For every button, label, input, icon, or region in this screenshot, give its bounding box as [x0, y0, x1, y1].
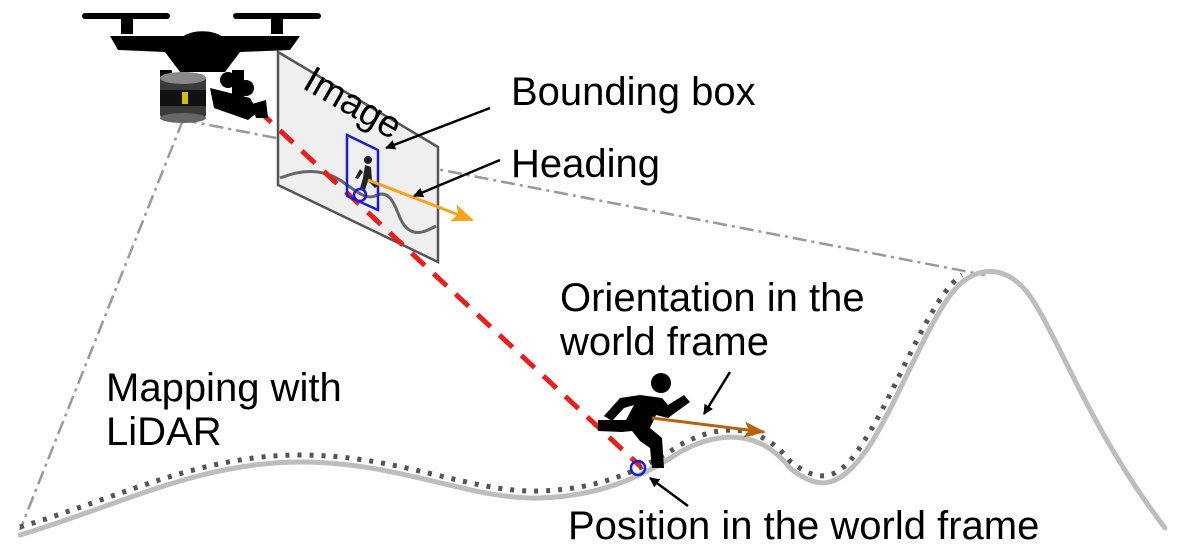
mapping-label: Mapping with LiDAR: [106, 366, 342, 454]
heading-label: Heading: [511, 142, 661, 186]
heading-arrow: [367, 178, 474, 222]
bounding-box-label: Bounding box: [511, 70, 756, 114]
heading-pointer-arrow: [413, 158, 501, 198]
video-camera-icon: [210, 72, 268, 120]
mapping-label-line1: Mapping with: [106, 366, 342, 410]
orientation-label-line2: world frame: [560, 320, 769, 364]
image-position-marker: [352, 187, 368, 203]
mapping-label-line2: LiDAR: [106, 410, 222, 454]
orientation-pointer-arrow: [702, 371, 732, 415]
position-pointer-arrow: [649, 476, 689, 508]
orientation-arrow: [651, 416, 766, 438]
lidar-sensor-icon: [160, 72, 206, 123]
position-label: Position in the world frame: [568, 504, 1040, 548]
terrain-profile: [17, 269, 1168, 538]
bounding-box-pointer-arrow: [385, 106, 491, 150]
running-person-icon: [598, 373, 690, 468]
small-running-person-icon: [355, 156, 378, 190]
bounding-box: [345, 133, 380, 212]
orientation-label-line1: Orientation in the: [560, 276, 865, 320]
camera-ray: [256, 108, 642, 468]
world-position-marker: [629, 459, 647, 477]
orientation-label: Orientation in the world frame: [560, 276, 865, 364]
image-terrain-curve: [279, 170, 437, 234]
fov-line-left: [18, 119, 185, 531]
